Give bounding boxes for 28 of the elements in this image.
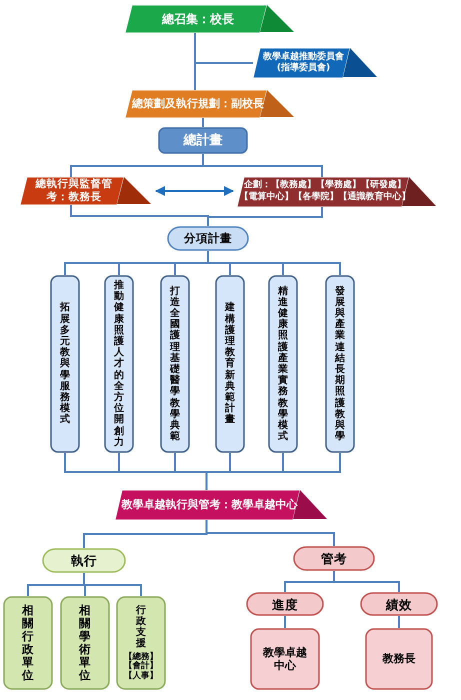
double-arrow	[155, 186, 234, 196]
connector-line	[333, 571, 400, 592]
unit-box: 行政支援 【總務】【會計】【人事】	[116, 596, 166, 690]
project-column: 精進健康照護產業實務教學模式	[268, 275, 298, 453]
review-pill: 管考	[293, 546, 375, 571]
connector-line	[202, 154, 323, 177]
connector-line	[206, 520, 335, 546]
project-column: 發展與產業連結長期照護教與學	[325, 275, 355, 453]
unit-box: 教務長	[365, 628, 433, 690]
performance-pill: 績效	[360, 592, 438, 616]
project-column: 拓展多元教與學服務模式	[50, 275, 80, 453]
progress-pill: 進度	[246, 592, 324, 616]
unit-box: 相關行政單位	[3, 596, 53, 690]
connector-line	[202, 118, 204, 127]
connector-line	[284, 616, 286, 628]
project-column: 推動健康照護人才的全方位開創力	[104, 275, 134, 453]
connector-line	[206, 453, 341, 490]
connector-line	[398, 616, 400, 628]
plan-box: 總計畫	[158, 127, 248, 154]
project-column: 打造全國護理基礎醫學教學典範	[160, 275, 190, 453]
connector-line	[207, 207, 323, 226]
unit-box: 教學卓越中心	[250, 628, 320, 690]
unit-box: 相關學術單位	[60, 596, 110, 690]
project-column: 建構護理教育新典範計畫	[215, 275, 245, 453]
connector-line	[194, 33, 196, 90]
execution-pill: 執行	[42, 548, 126, 573]
connector-line	[207, 251, 341, 275]
subplan-pill: 分項計畫	[167, 226, 249, 251]
